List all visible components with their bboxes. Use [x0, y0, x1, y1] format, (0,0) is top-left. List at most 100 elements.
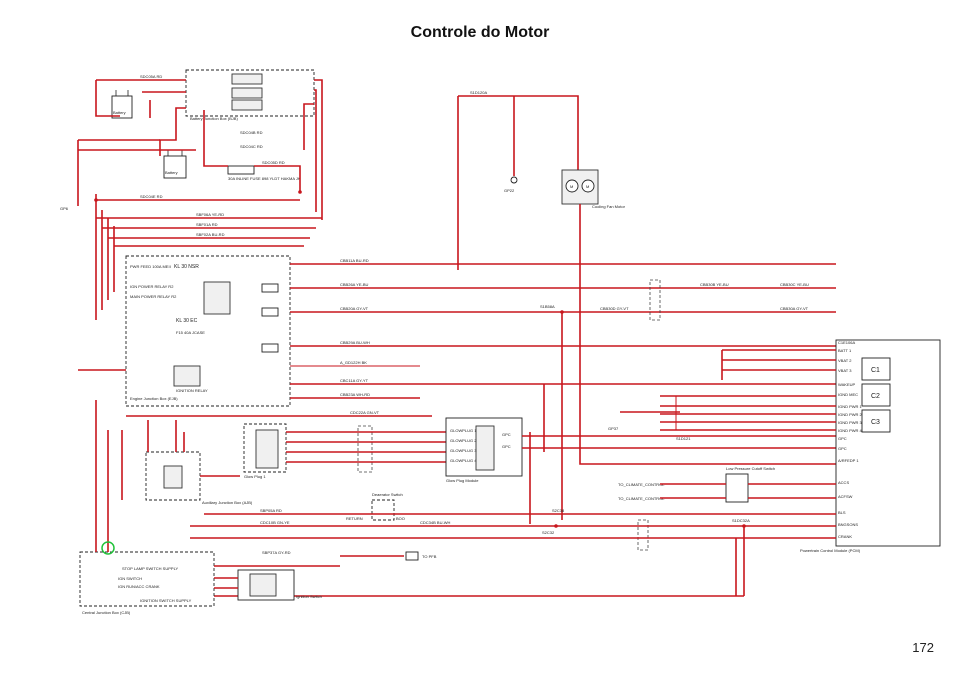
battery-junction-box: Battery Junction Box (BJB) [185, 69, 315, 121]
svg-text:IGN RUN/ACC CRANK: IGN RUN/ACC CRANK [118, 584, 160, 589]
svg-text:ACCS: ACCS [838, 480, 849, 485]
svg-text:CBB20A GY-VT: CBB20A GY-VT [340, 306, 369, 311]
svg-text:CDC10B GN-YE: CDC10B GN-YE [260, 520, 290, 525]
svg-text:Central Junction Box (CJB): Central Junction Box (CJB) [82, 610, 131, 615]
top-wiring: SDC05A RD SDC04B RD SDC04C RD SDC05D RD … [60, 74, 323, 320]
svg-text:M: M [586, 184, 589, 189]
svg-text:SDC04E RD: SDC04E RD [140, 194, 163, 199]
svg-text:ACFSW: ACFSW [838, 494, 853, 499]
svg-text:Battery: Battery [165, 170, 178, 175]
bottom-bus: SBP05A RD CDC10B GN-YE CDC34B BU-WH S2C3… [190, 508, 836, 597]
svg-text:SDC04C RD: SDC04C RD [240, 144, 263, 149]
svg-text:Deaerator Switch: Deaerator Switch [372, 492, 403, 497]
svg-text:C2: C2 [871, 393, 880, 400]
svg-text:TO PFB: TO PFB [422, 554, 437, 559]
svg-text:BLS: BLS [838, 510, 846, 515]
svg-text:A/RFEDP 1: A/RFEDP 1 [838, 458, 859, 463]
svg-text:CRANK: CRANK [838, 534, 852, 539]
svg-text:GLOWPLUG 2: GLOWPLUG 2 [450, 438, 477, 443]
svg-text:SBP05A RD: SBP05A RD [260, 508, 282, 513]
svg-text:GPC: GPC [502, 444, 511, 449]
svg-text:SDC05D RD: SDC05D RD [262, 160, 285, 165]
powertrain-control-module: C1 C2 C3 C1E106A Powertrain Control Modu… [608, 339, 941, 553]
svg-text:Auxiliary Junction Box (AJB): Auxiliary Junction Box (AJB) [202, 500, 253, 505]
svg-text:M: M [570, 184, 573, 189]
svg-text:IGNITION SWITCH SUPPLY: IGNITION SWITCH SUPPLY [140, 598, 192, 603]
svg-text:S1DC32A: S1DC32A [732, 518, 750, 523]
svg-text:KL 30 EC: KL 30 EC [176, 318, 198, 324]
svg-text:S1D120A: S1D120A [470, 90, 487, 95]
svg-text:C3: C3 [871, 419, 880, 426]
glow-plug: Glow Plug 1 [243, 423, 460, 479]
ignition-switch: Ignition Switch SBP37A GY-RD TO PFB [214, 550, 437, 601]
svg-text:C1E106A: C1E106A [838, 340, 855, 345]
svg-text:SDC04B RD: SDC04B RD [240, 130, 263, 135]
svg-text:GP37: GP37 [608, 426, 619, 431]
svg-text:SBF01A RD: SBF01A RD [196, 222, 218, 227]
svg-text:GPC: GPC [838, 436, 847, 441]
svg-text:TO_CLIMATE_CONTROL: TO_CLIMATE_CONTROL [618, 496, 665, 501]
svg-text:SBP37A GY-RD: SBP37A GY-RD [262, 550, 291, 555]
svg-text:TO_CLIMATE_CONTROL: TO_CLIMATE_CONTROL [618, 482, 665, 487]
svg-text:CBB30C YE-BU: CBB30C YE-BU [780, 282, 809, 287]
svg-text:CDC22A GN-VT: CDC22A GN-VT [350, 410, 380, 415]
svg-text:Engine Junction Box (EJB): Engine Junction Box (EJB) [130, 396, 178, 401]
svg-text:WAKEUP: WAKEUP [838, 382, 856, 387]
svg-text:MAIN POWER RELAY R2: MAIN POWER RELAY R2 [130, 294, 177, 299]
deaerator-switch: Deaerator Switch RETURN BOO [346, 492, 405, 521]
svg-text:Low Pressure Cutoff Switch: Low Pressure Cutoff Switch [726, 466, 775, 471]
svg-text:Glow Plug Module: Glow Plug Module [446, 478, 479, 483]
svg-text:GP6: GP6 [60, 206, 69, 211]
page-title: Controle do Motor [410, 24, 550, 41]
svg-text:IGND MEC: IGND MEC [838, 392, 858, 397]
svg-text:S2C32: S2C32 [542, 530, 555, 535]
battery-2: Battery [163, 150, 187, 179]
svg-text:CBB11A BU-RD: CBB11A BU-RD [340, 258, 369, 263]
svg-text:CDC34B BU-WH: CDC34B BU-WH [420, 520, 451, 525]
svg-text:BATT 1: BATT 1 [838, 348, 852, 353]
svg-text:CBB30A GY-VT: CBB30A GY-VT [780, 306, 809, 311]
engine-junction-box: PWR FEED 100A MEII KL 30 NSR IGN POWER R… [125, 255, 291, 407]
svg-text:BOO: BOO [396, 516, 405, 521]
svg-text:IGN SWITCH: IGN SWITCH [118, 576, 142, 581]
svg-text:GLOWPLUG 1: GLOWPLUG 1 [450, 428, 477, 433]
highlight-marker [101, 541, 115, 555]
svg-text:CBB30D GY-VT: CBB30D GY-VT [600, 306, 629, 311]
svg-text:IGNITION RELAY: IGNITION RELAY [176, 388, 208, 393]
inline-connectors [357, 279, 661, 551]
svg-text:VBAT 2: VBAT 2 [838, 358, 852, 363]
svg-text:Powertrain Control Module (PCM: Powertrain Control Module (PCM) [800, 548, 861, 553]
svg-text:GLOWPLUG 3: GLOWPLUG 3 [450, 448, 477, 453]
svg-text:A_GD122H BK: A_GD122H BK [340, 360, 367, 365]
svg-text:Cooling Fan Motor: Cooling Fan Motor [592, 204, 626, 209]
central-junction-box: STOP LAMP SWITCH SUPPLY IGN SWITCH IGN R… [79, 400, 215, 615]
bjb-label: Battery Junction Box (BJB) [190, 116, 238, 121]
svg-text:IGND PWR 3: IGND PWR 3 [838, 420, 863, 425]
svg-text:RETURN: RETURN [346, 516, 363, 521]
svg-text:GLOWPLUG 4: GLOWPLUG 4 [450, 458, 477, 463]
battery-1: Battery [111, 90, 133, 119]
svg-text:GPC: GPC [838, 446, 847, 451]
svg-text:GP22: GP22 [504, 188, 515, 193]
svg-text:Battery: Battery [113, 110, 126, 115]
page-number: 172 [912, 640, 934, 655]
svg-text:BNGSONS: BNGSONS [838, 522, 858, 527]
svg-text:KL 30 NSR: KL 30 NSR [174, 264, 199, 270]
svg-text:CBB23A WH-RD: CBB23A WH-RD [340, 392, 370, 397]
low-pressure-cutoff-switch: Low Pressure Cutoff Switch TO_CLIMATE_CO… [618, 466, 836, 503]
svg-text:S1D121: S1D121 [676, 436, 691, 441]
svg-text:C1: C1 [871, 367, 880, 374]
glow-plug-module: GLOWPLUG 1 GLOWPLUG 2 GLOWPLUG 3 GLOWPLU… [445, 384, 836, 524]
svg-text:Glow Plug 1: Glow Plug 1 [244, 474, 266, 479]
svg-text:IGN POWER RELAY R2: IGN POWER RELAY R2 [130, 284, 174, 289]
svg-text:IGND PWR 1: IGND PWR 1 [838, 404, 863, 409]
svg-text:SBF06A YE-RD: SBF06A YE-RD [196, 212, 224, 217]
svg-text:S2C38: S2C38 [552, 508, 565, 513]
auxiliary-junction-box: Auxiliary Junction Box (AJB) [145, 420, 253, 505]
svg-text:SBF02A BU-RD: SBF02A BU-RD [196, 232, 225, 237]
svg-text:30A INLINE FUSE 898 YLDT HAKMA: 30A INLINE FUSE 898 YLDT HAKMA JK [228, 176, 301, 181]
svg-text:CBB29A BU-WH: CBB29A BU-WH [340, 340, 370, 345]
svg-text:S1B58A: S1B58A [540, 304, 555, 309]
svg-text:IGND PWR 2: IGND PWR 2 [838, 412, 863, 417]
svg-text:CBB26A YE-BU: CBB26A YE-BU [340, 282, 368, 287]
